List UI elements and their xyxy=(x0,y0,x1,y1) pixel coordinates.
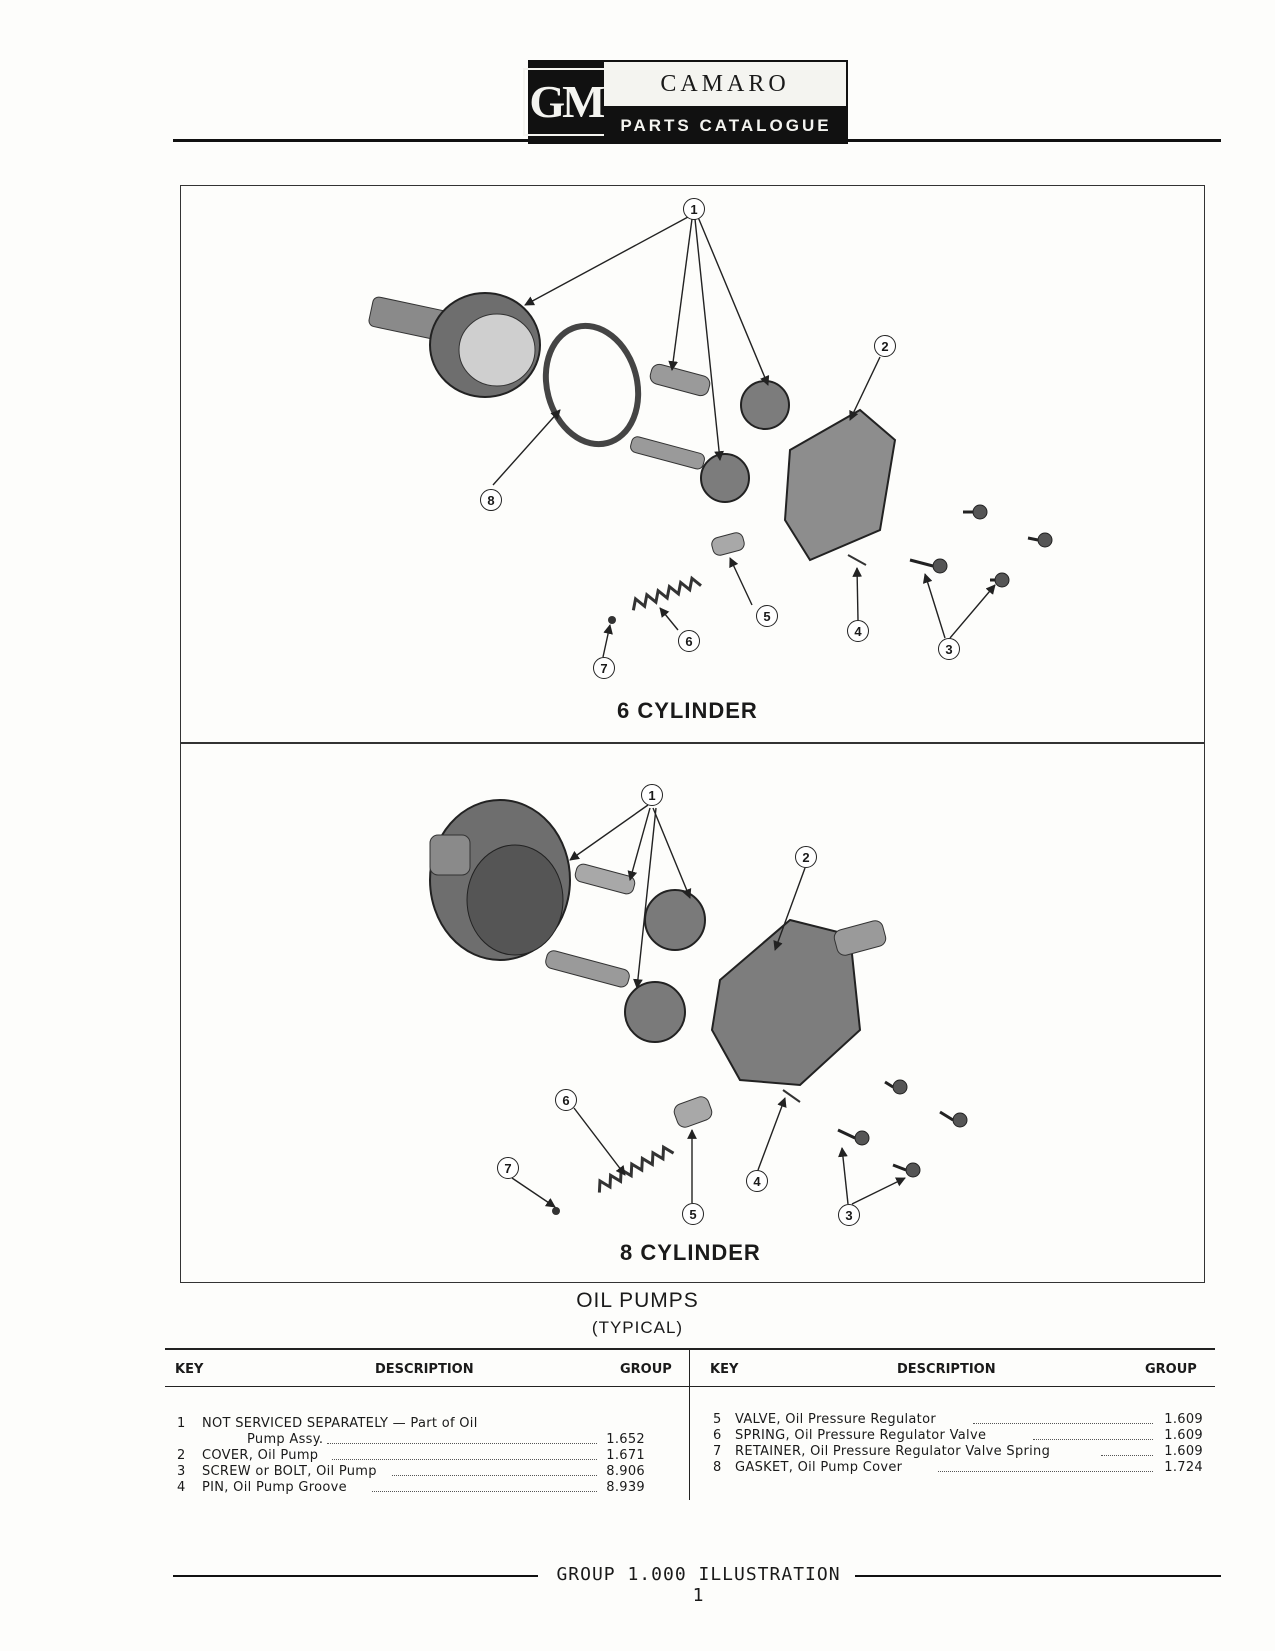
part-description: SCREW or BOLT, Oil Pump xyxy=(202,1464,377,1479)
table-row: 8 GASKET, Oil Pump Cover 1.724 xyxy=(713,1460,1213,1476)
part-key: 6 xyxy=(713,1428,722,1443)
figure-title: OIL PUMPS xyxy=(576,1289,699,1312)
part-description-continued: Pump Assy. xyxy=(247,1432,324,1447)
callout-8-six: 8 xyxy=(480,489,502,511)
callout-2-six: 2 xyxy=(874,335,896,357)
part-description: PIN, Oil Pump Groove xyxy=(202,1480,347,1495)
callout-2-eight: 2 xyxy=(795,846,817,868)
table-column-divider xyxy=(689,1348,690,1500)
table-row: 7 RETAINER, Oil Pressure Regulator Valve… xyxy=(713,1444,1213,1460)
part-group: 1.609 xyxy=(1164,1428,1203,1443)
table-row: 5 VALVE, Oil Pressure Regulator 1.609 xyxy=(713,1412,1213,1428)
gm-logo: GM xyxy=(523,60,609,144)
callout-4-eight: 4 xyxy=(746,1170,768,1192)
callout-6-eight: 6 xyxy=(555,1089,577,1111)
footer-text: GROUP 1.000 ILLUSTRATION 1 xyxy=(556,1564,841,1606)
table-header-rule xyxy=(165,1386,1215,1387)
page-footer: GROUP 1.000 ILLUSTRATION 1 xyxy=(0,1564,1275,1606)
table-row: 1 NOT SERVICED SEPARATELY — Part of Oil xyxy=(177,1416,677,1432)
part-key: 3 xyxy=(177,1464,186,1479)
callout-3-six: 3 xyxy=(938,638,960,660)
table-row: Pump Assy. 1.652 xyxy=(177,1432,677,1448)
header-titles: CAMARO PARTS CATALOGUE xyxy=(604,60,848,144)
part-description: GASKET, Oil Pump Cover xyxy=(735,1460,903,1475)
catalogue-header: GM CAMARO PARTS CATALOGUE xyxy=(523,60,848,144)
part-key: 4 xyxy=(177,1480,186,1495)
callout-7-eight: 7 xyxy=(497,1157,519,1179)
eight-cylinder-drawing xyxy=(429,799,968,1215)
part-description: SPRING, Oil Pressure Regulator Valve xyxy=(735,1428,987,1443)
part-group: 1.671 xyxy=(606,1448,645,1463)
figure-subtitle: (TYPICAL) xyxy=(591,1318,684,1337)
part-group: 1.609 xyxy=(1164,1444,1203,1459)
illustration-frame xyxy=(180,185,1205,1283)
callout-6-six: 6 xyxy=(678,630,700,652)
part-description: COVER, Oil Pump xyxy=(202,1448,319,1463)
callout-1-eight: 1 xyxy=(641,784,663,806)
table-row: 3 SCREW or BOLT, Oil Pump 8.906 xyxy=(177,1464,677,1480)
parts-table: KEY DESCRIPTION GROUP KEY DESCRIPTION GR… xyxy=(165,1348,1215,1500)
six-cylinder-drawing xyxy=(368,216,1053,658)
eight-cylinder-label: 8 CYLINDER xyxy=(620,1240,761,1265)
table-top-rule xyxy=(165,1348,1215,1350)
part-key: 2 xyxy=(177,1448,186,1463)
part-group: 1.609 xyxy=(1164,1412,1203,1427)
callout-4-six: 4 xyxy=(847,620,869,642)
part-group: 8.939 xyxy=(606,1480,645,1495)
table-row: 4 PIN, Oil Pump Groove 8.939 xyxy=(177,1480,677,1496)
footer-rule-right xyxy=(855,1575,1221,1577)
part-group: 8.906 xyxy=(606,1464,645,1479)
part-description: NOT SERVICED SEPARATELY — Part of Oil xyxy=(202,1416,478,1431)
callout-7-six: 7 xyxy=(593,657,615,679)
part-group: 1.652 xyxy=(606,1432,645,1447)
six-cylinder-label: 6 CYLINDER xyxy=(617,698,758,723)
callout-5-six: 5 xyxy=(756,605,778,627)
part-description: VALVE, Oil Pressure Regulator xyxy=(735,1412,936,1427)
header-rule xyxy=(173,139,1221,142)
table-row: 6 SPRING, Oil Pressure Regulator Valve 1… xyxy=(713,1428,1213,1444)
right-description-header: DESCRIPTION xyxy=(897,1362,996,1377)
part-description: RETAINER, Oil Pressure Regulator Valve S… xyxy=(735,1444,1051,1459)
part-key: 7 xyxy=(713,1444,722,1459)
footer-rule-left xyxy=(173,1575,538,1577)
model-title: CAMARO xyxy=(604,60,848,108)
right-key-header: KEY xyxy=(710,1362,739,1377)
table-row: 2 COVER, Oil Pump 1.671 xyxy=(177,1448,677,1464)
part-key: 1 xyxy=(177,1416,186,1431)
part-key: 8 xyxy=(713,1460,722,1475)
left-group-header: GROUP xyxy=(620,1362,672,1377)
left-description-header: DESCRIPTION xyxy=(375,1362,474,1377)
panel-divider xyxy=(180,742,1205,744)
left-key-header: KEY xyxy=(175,1362,204,1377)
part-key: 5 xyxy=(713,1412,722,1427)
callout-1-six: 1 xyxy=(683,198,705,220)
right-group-header: GROUP xyxy=(1145,1362,1197,1377)
callout-5-eight: 5 xyxy=(682,1203,704,1225)
callout-3-eight: 3 xyxy=(838,1204,860,1226)
part-group: 1.724 xyxy=(1164,1460,1203,1475)
catalogue-subtitle: PARTS CATALOGUE xyxy=(604,108,848,144)
